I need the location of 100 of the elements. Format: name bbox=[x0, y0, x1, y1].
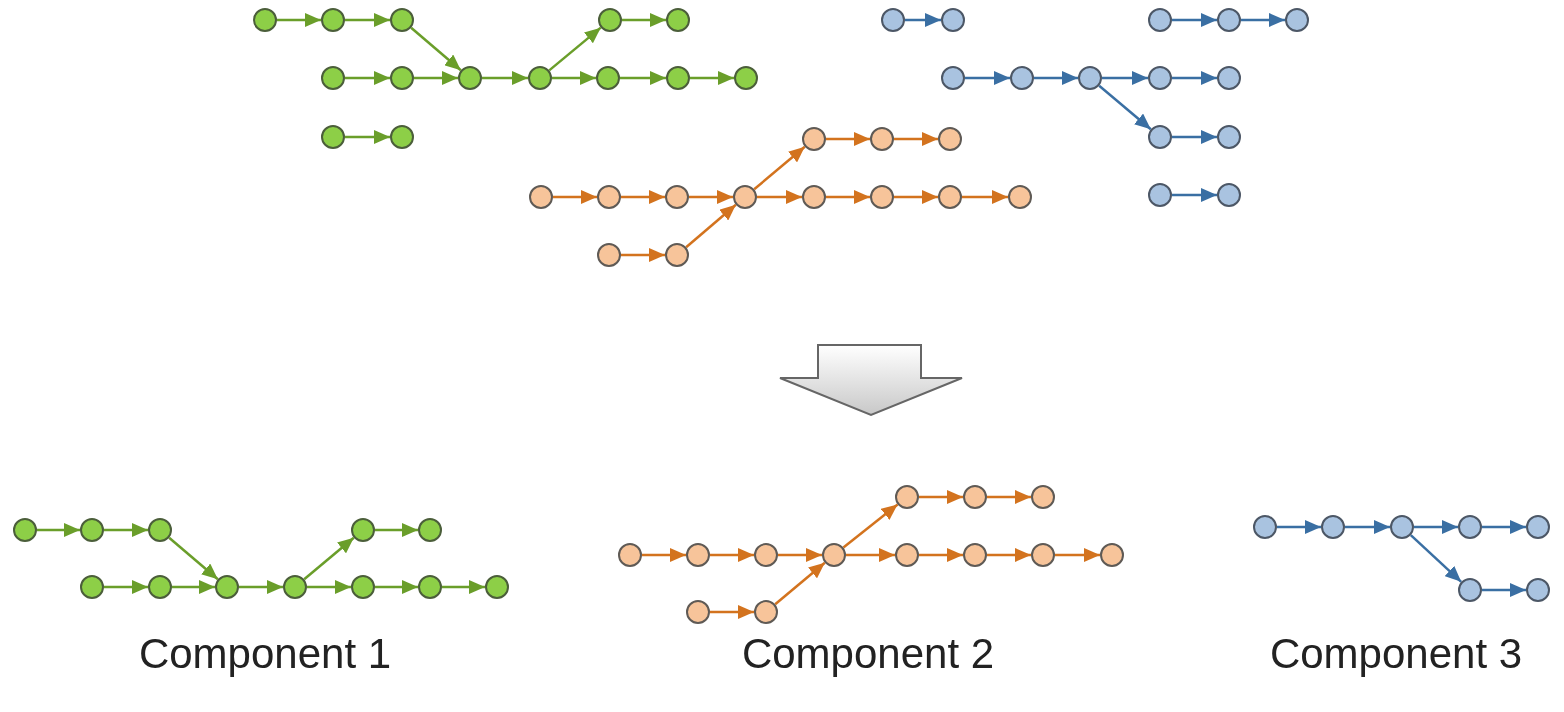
graph-node bbox=[321, 8, 345, 32]
arrow bbox=[753, 145, 806, 191]
graph-node bbox=[596, 66, 620, 90]
graph-node bbox=[351, 518, 375, 542]
graph-node bbox=[822, 543, 846, 567]
graph-node bbox=[941, 8, 965, 32]
arrow bbox=[414, 71, 458, 85]
arrow bbox=[1172, 188, 1217, 202]
graph-node bbox=[390, 8, 414, 32]
graph-node bbox=[686, 543, 710, 567]
graph-node bbox=[665, 185, 689, 209]
component-caption: Component 3 bbox=[1269, 630, 1523, 678]
graph-node bbox=[351, 575, 375, 599]
arrow bbox=[442, 580, 485, 594]
graph-node bbox=[870, 127, 894, 151]
arrow bbox=[987, 548, 1031, 562]
graph-node bbox=[1217, 8, 1241, 32]
graph-node bbox=[528, 66, 552, 90]
graph-node bbox=[598, 8, 622, 32]
arrow bbox=[1482, 520, 1526, 534]
arrow bbox=[1277, 520, 1321, 534]
graph-node bbox=[1148, 66, 1172, 90]
arrow bbox=[710, 605, 754, 619]
graph-node bbox=[1217, 183, 1241, 207]
arrow bbox=[905, 13, 941, 27]
arrow bbox=[482, 71, 528, 85]
arrow bbox=[826, 132, 870, 146]
graph-node bbox=[754, 600, 778, 624]
graph-node bbox=[938, 185, 962, 209]
graph-node bbox=[666, 8, 690, 32]
graph-node bbox=[1321, 515, 1345, 539]
arrow bbox=[919, 490, 963, 504]
arrow bbox=[685, 203, 737, 249]
arrow bbox=[1482, 583, 1526, 597]
arrow bbox=[37, 523, 80, 537]
graph-node bbox=[881, 8, 905, 32]
component-caption: Component 1 bbox=[138, 630, 392, 678]
graph-node bbox=[283, 575, 307, 599]
arrow bbox=[987, 490, 1031, 504]
arrow bbox=[1034, 71, 1078, 85]
graph-node bbox=[321, 125, 345, 149]
graph-node bbox=[485, 575, 509, 599]
arrow bbox=[345, 130, 390, 144]
arrow bbox=[277, 13, 321, 27]
arrow bbox=[621, 248, 665, 262]
graph-node bbox=[802, 185, 826, 209]
arrow bbox=[642, 548, 686, 562]
graph-node bbox=[1217, 66, 1241, 90]
graph-node bbox=[458, 66, 482, 90]
arrow bbox=[965, 71, 1010, 85]
arrow bbox=[552, 71, 596, 85]
arrow bbox=[548, 26, 602, 72]
arrow bbox=[104, 580, 148, 594]
graph-node bbox=[13, 518, 37, 542]
arrow bbox=[620, 71, 666, 85]
arrow bbox=[919, 548, 963, 562]
graph-node bbox=[1458, 515, 1482, 539]
graph-node bbox=[1148, 125, 1172, 149]
arrow bbox=[1098, 84, 1152, 131]
arrow bbox=[1172, 71, 1217, 85]
graph-node bbox=[895, 485, 919, 509]
arrow bbox=[553, 190, 597, 204]
arrow bbox=[1172, 130, 1217, 144]
arrow bbox=[104, 523, 148, 537]
arrow bbox=[1055, 548, 1100, 562]
graph-node bbox=[1253, 515, 1277, 539]
arrow bbox=[1172, 13, 1217, 27]
arrow bbox=[826, 190, 870, 204]
arrow bbox=[172, 580, 215, 594]
arrow bbox=[622, 13, 666, 27]
graph-node bbox=[618, 543, 642, 567]
arrow bbox=[842, 503, 899, 549]
graph-node bbox=[1078, 66, 1102, 90]
graph-node bbox=[80, 575, 104, 599]
graph-node bbox=[215, 575, 239, 599]
graph-node bbox=[253, 8, 277, 32]
graph-node bbox=[1526, 578, 1550, 602]
graph-node bbox=[1148, 8, 1172, 32]
component-caption: Component 2 bbox=[741, 630, 995, 678]
graph-node bbox=[418, 518, 442, 542]
arrow bbox=[778, 548, 822, 562]
arrow bbox=[689, 190, 733, 204]
graph-node bbox=[665, 243, 689, 267]
graph-node bbox=[1285, 8, 1309, 32]
graph-node bbox=[1217, 125, 1241, 149]
graph-node bbox=[390, 66, 414, 90]
graph-node bbox=[529, 185, 553, 209]
graph-node bbox=[963, 543, 987, 567]
graph-node bbox=[1526, 515, 1550, 539]
graph-node bbox=[754, 543, 778, 567]
arrow bbox=[1241, 13, 1285, 27]
arrow bbox=[894, 190, 938, 204]
graph-node bbox=[895, 543, 919, 567]
graph-node bbox=[418, 575, 442, 599]
arrow bbox=[375, 580, 418, 594]
arrow bbox=[345, 71, 390, 85]
arrow bbox=[757, 190, 802, 204]
graph-node bbox=[666, 66, 690, 90]
arrow bbox=[710, 548, 754, 562]
arrow bbox=[962, 190, 1008, 204]
